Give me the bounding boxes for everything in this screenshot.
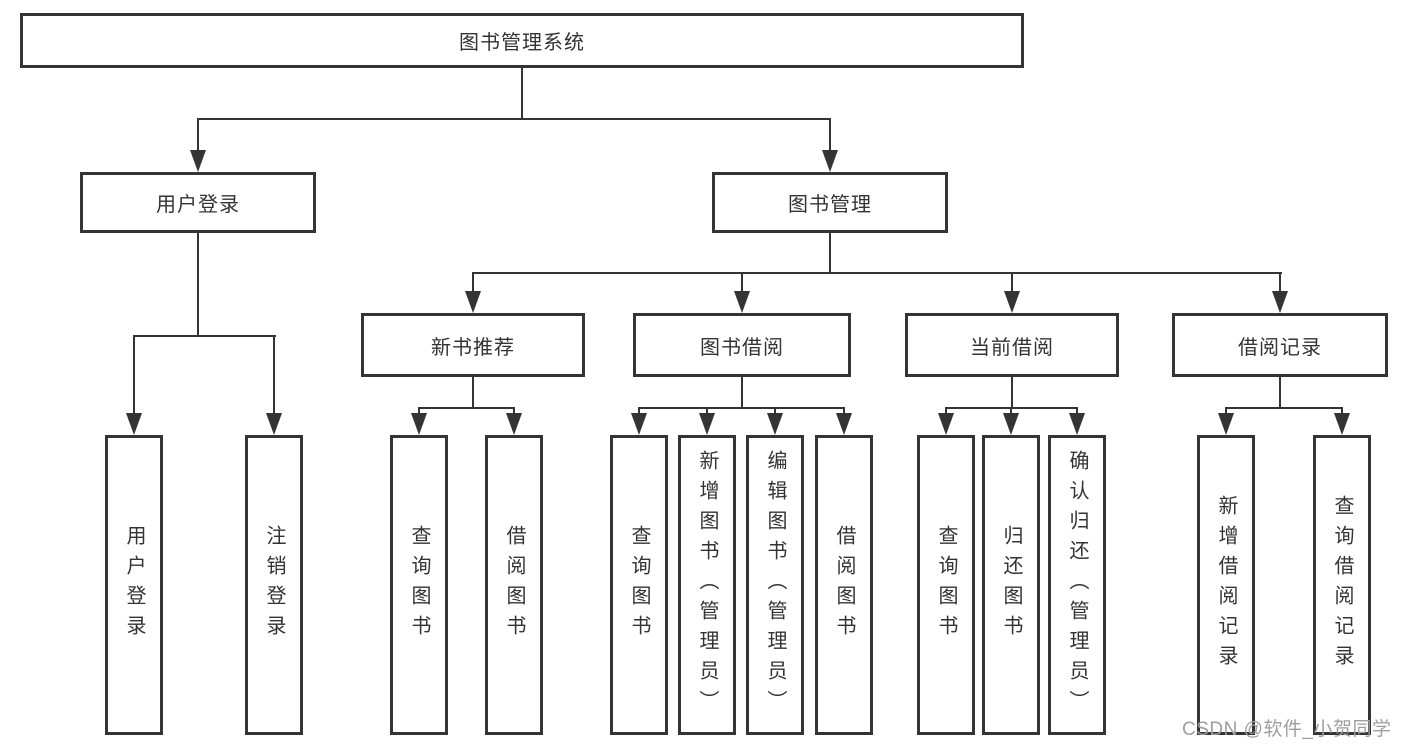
arrowhead-down-icon (1272, 291, 1288, 313)
leaf-label: 新增借阅记录 (1215, 495, 1237, 675)
leaf-label: 借阅图书 (503, 525, 525, 645)
node-book-borrow: 图书借阅 (633, 313, 851, 377)
csdn-watermark: CSDN @软件_小贺同学 (1182, 719, 1392, 740)
connector-line (1011, 272, 1013, 294)
leaf-query-borrow-record: 查询借阅记录 (1313, 435, 1371, 735)
connector-line (197, 118, 199, 154)
arrowhead-down-icon (822, 150, 838, 172)
node-label: 图书管理系统 (459, 32, 585, 54)
leaf-edit-books-admin: 编辑图书（管理员） (746, 435, 804, 735)
leaf-query-books-current: 查询图书 (917, 435, 975, 735)
arrowhead-down-icon (767, 413, 783, 435)
leaf-label: 归还图书 (1000, 525, 1022, 645)
leaf-user-login: 用户登录 (105, 435, 163, 735)
node-borrow-records: 借阅记录 (1172, 313, 1388, 377)
connector-line (133, 335, 135, 416)
node-label: 新书推荐 (431, 336, 515, 359)
arrowhead-down-icon (938, 413, 954, 435)
connector-line (1225, 407, 1227, 416)
leaf-label: 确认归还（管理员） (1066, 450, 1088, 720)
connector-line (472, 272, 474, 294)
node-label: 用户登录 (156, 194, 240, 216)
arrowhead-down-icon (1218, 413, 1234, 435)
connector-line (843, 407, 845, 416)
connector-line (1279, 377, 1281, 408)
node-library-system: 图书管理系统 (20, 13, 1024, 68)
connector-line (197, 118, 831, 120)
arrowhead-down-icon (506, 413, 522, 435)
arrowhead-down-icon (631, 413, 647, 435)
connector-line (774, 407, 776, 416)
leaf-add-books-admin: 新增图书（管理员） (678, 435, 736, 735)
connector-line (133, 335, 276, 337)
arrowhead-down-icon (836, 413, 852, 435)
leaf-borrow-books-recommend: 借阅图书 (485, 435, 543, 735)
connector-line (945, 407, 947, 416)
node-current-borrow: 当前借阅 (905, 313, 1119, 377)
connector-line (829, 118, 831, 154)
connector-line (521, 68, 523, 119)
leaf-query-books: 查询图书 (610, 435, 668, 735)
connector-line (1341, 407, 1343, 416)
connector-line (706, 407, 708, 416)
leaf-label: 查询图书 (408, 525, 430, 645)
leaf-logout: 注销登录 (245, 435, 303, 735)
arrowhead-down-icon (699, 413, 715, 435)
connector-line (418, 407, 515, 409)
node-user-login-branch: 用户登录 (80, 172, 316, 233)
connector-line (1225, 407, 1343, 409)
connector-line (197, 233, 199, 336)
leaf-label: 借阅图书 (833, 525, 855, 645)
arrowhead-down-icon (266, 413, 282, 435)
node-new-book-recommend: 新书推荐 (361, 313, 585, 377)
connector-line (1279, 272, 1281, 294)
connector-line (829, 233, 831, 274)
connector-line (513, 407, 515, 416)
connector-line (472, 377, 474, 408)
leaf-confirm-return-admin: 确认归还（管理员） (1048, 435, 1106, 735)
leaf-label: 编辑图书（管理员） (764, 450, 786, 720)
leaf-label: 注销登录 (263, 525, 285, 645)
node-book-management: 图书管理 (712, 172, 948, 233)
node-label: 图书借阅 (700, 336, 784, 359)
connector-line (1076, 407, 1078, 416)
connector-line (1010, 407, 1012, 416)
connector-line (638, 407, 845, 409)
connector-line (418, 407, 420, 416)
leaf-query-books-recommend: 查询图书 (390, 435, 448, 735)
leaf-return-books: 归还图书 (982, 435, 1040, 735)
leaf-label: 查询借阅记录 (1331, 495, 1353, 675)
leaf-label: 用户登录 (123, 525, 145, 645)
leaf-borrow-books: 借阅图书 (815, 435, 873, 735)
connector-line (638, 407, 640, 416)
arrowhead-down-icon (1069, 413, 1085, 435)
leaf-label: 查询图书 (935, 525, 957, 645)
node-label: 当前借阅 (970, 336, 1054, 359)
connector-line (273, 335, 275, 416)
arrowhead-down-icon (411, 413, 427, 435)
arrowhead-down-icon (190, 150, 206, 172)
leaf-label: 查询图书 (628, 525, 650, 645)
leaf-label: 新增图书（管理员） (696, 450, 718, 720)
node-label: 图书管理 (788, 194, 872, 216)
arrowhead-down-icon (465, 291, 481, 313)
arrowhead-down-icon (734, 291, 750, 313)
connector-line (1011, 377, 1013, 408)
arrowhead-down-icon (1004, 291, 1020, 313)
node-label: 借阅记录 (1238, 336, 1322, 359)
leaf-add-borrow-record: 新增借阅记录 (1197, 435, 1255, 735)
connector-line (472, 272, 1282, 274)
connector-line (741, 272, 743, 294)
connector-line (741, 377, 743, 408)
arrowhead-down-icon (1003, 413, 1019, 435)
arrowhead-down-icon (1334, 413, 1350, 435)
arrowhead-down-icon (126, 413, 142, 435)
